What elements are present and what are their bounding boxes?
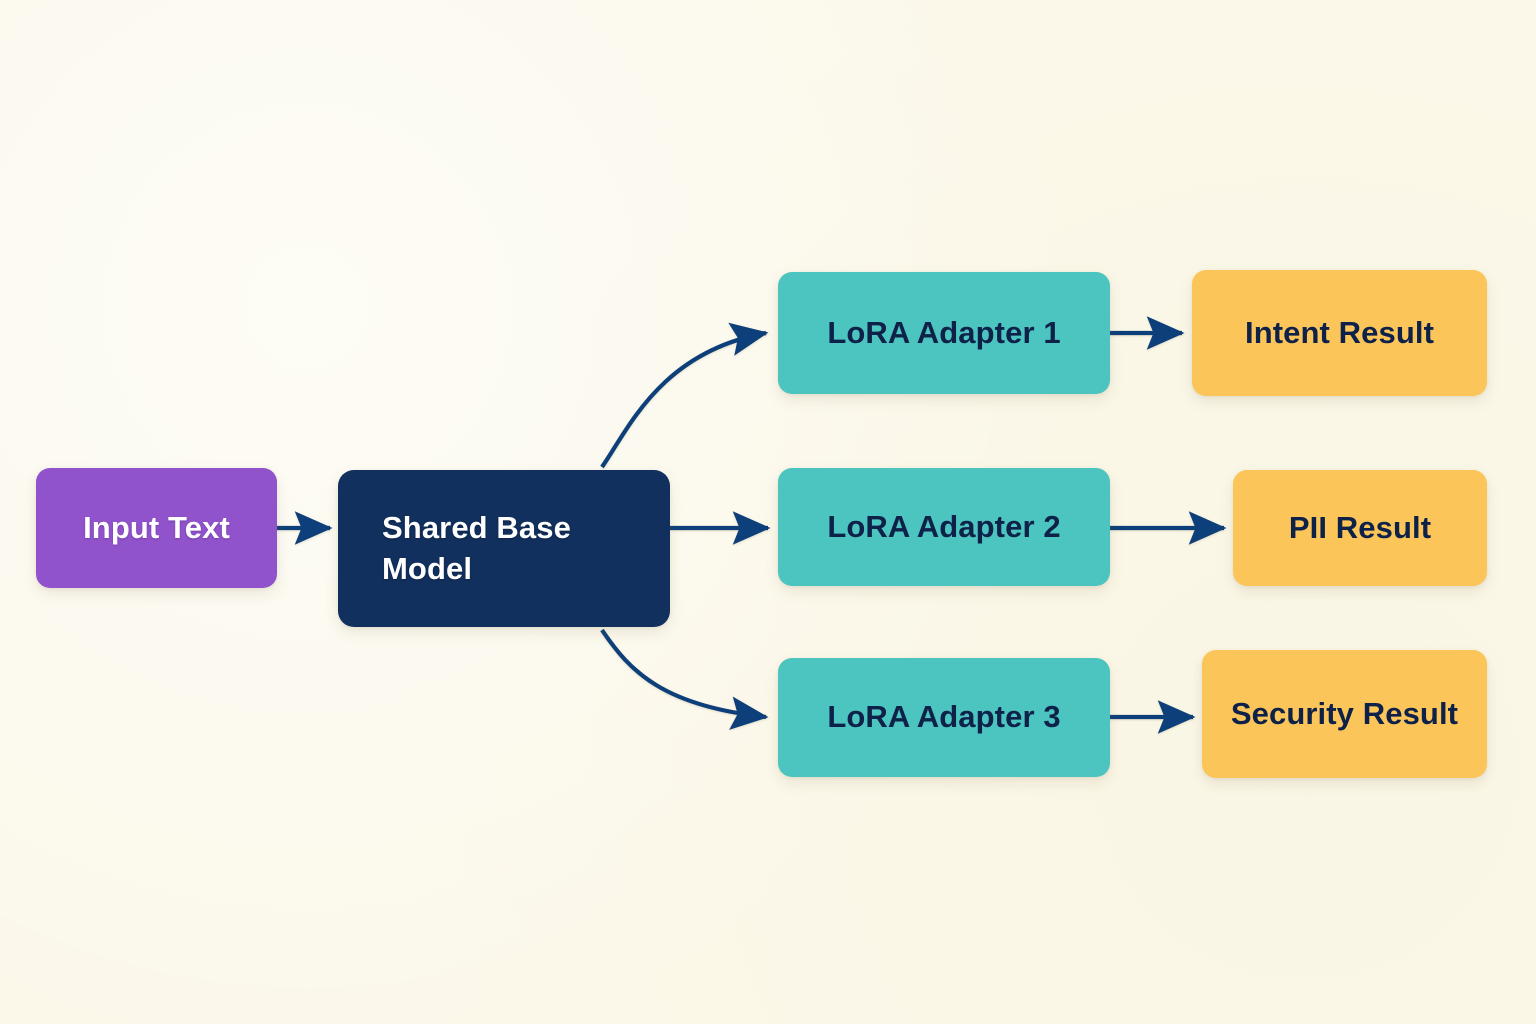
node-pii-result[interactable]: PII Result bbox=[1233, 470, 1487, 586]
node-lora-adapter-3-label: LoRA Adapter 3 bbox=[827, 699, 1061, 735]
node-lora-adapter-1[interactable]: LoRA Adapter 1 bbox=[778, 272, 1110, 394]
edge-base-to-adapter3 bbox=[600, 628, 769, 730]
node-lora-adapter-2[interactable]: LoRA Adapter 2 bbox=[778, 468, 1110, 586]
node-lora-adapter-3[interactable]: LoRA Adapter 3 bbox=[778, 658, 1110, 777]
node-input-text[interactable]: Input Text bbox=[36, 468, 277, 588]
node-security-result-label: Security Result bbox=[1230, 695, 1459, 731]
node-intent-result-label: Intent Result bbox=[1244, 314, 1435, 350]
node-security-result[interactable]: Security Result bbox=[1202, 650, 1487, 778]
node-shared-base-model[interactable]: Shared Base Model bbox=[338, 470, 670, 627]
node-shared-base-model-label: Shared Base Model bbox=[338, 508, 670, 589]
node-pii-result-label: PII Result bbox=[1288, 509, 1432, 545]
node-lora-adapter-1-label: LoRA Adapter 1 bbox=[827, 314, 1061, 350]
node-shared-base-model-line2: Model bbox=[382, 550, 473, 586]
node-shared-base-model-line1: Shared Base bbox=[382, 510, 571, 546]
node-intent-result[interactable]: Intent Result bbox=[1192, 270, 1487, 396]
node-input-text-label: Input Text bbox=[83, 509, 230, 545]
node-lora-adapter-2-label: LoRA Adapter 2 bbox=[827, 508, 1061, 544]
edge-base-to-adapter1 bbox=[600, 322, 769, 469]
